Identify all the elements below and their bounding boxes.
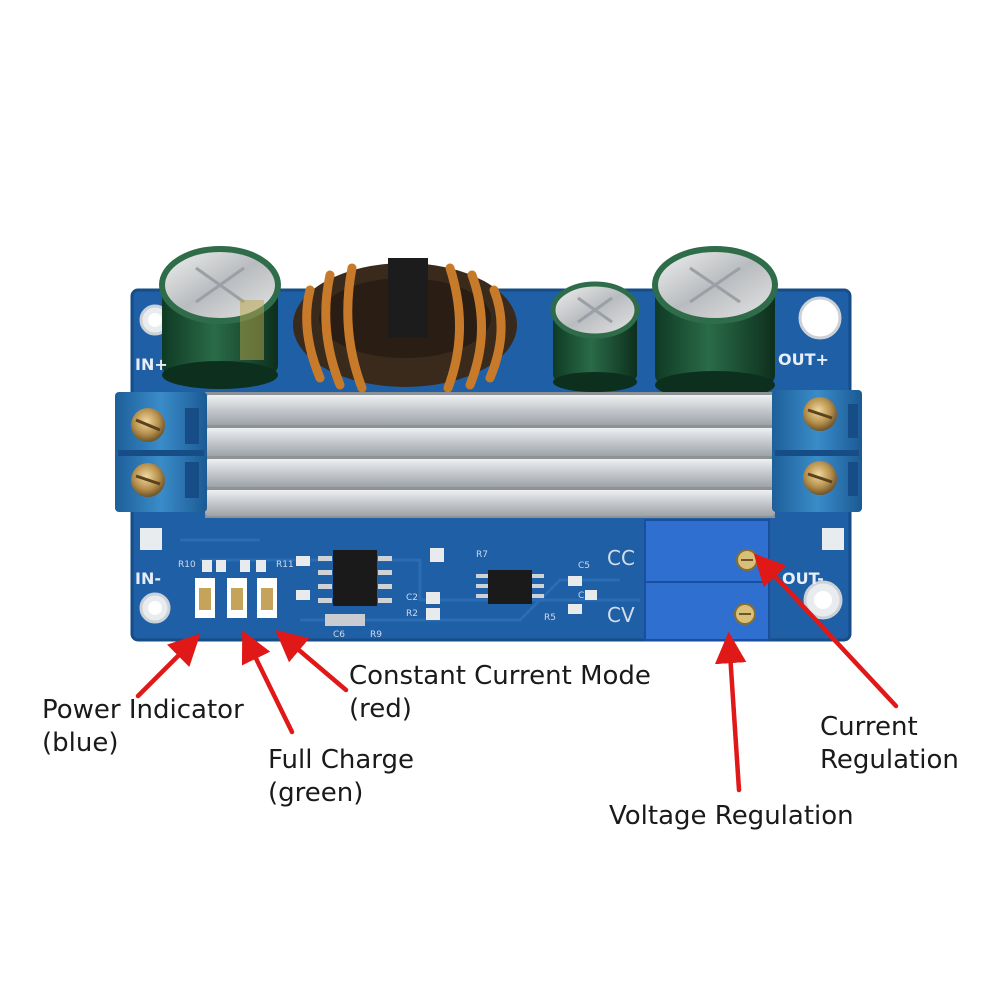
callout-text: Constant Current Mode <box>349 661 651 691</box>
solder-pad <box>822 528 844 550</box>
silk-ref: C7 <box>578 591 590 601</box>
silk-ref: R5 <box>544 613 556 623</box>
silk-ref: C2 <box>406 593 418 603</box>
silk-ref: C6 <box>333 630 345 640</box>
capacitor-large-left <box>159 246 281 389</box>
silk-ref: R11 <box>276 560 294 570</box>
label-cc: CC <box>607 546 635 570</box>
ic-chip <box>318 550 392 606</box>
led-constant-current <box>257 578 277 618</box>
capacitor-small <box>550 281 640 392</box>
ic-chip <box>476 570 544 604</box>
led-power-indicator <box>195 578 215 618</box>
toroid-inductor <box>293 258 517 393</box>
terminal-block-input <box>115 392 207 512</box>
label-cv: CV <box>607 603 635 627</box>
potentiometer-voltage <box>644 581 770 641</box>
potentiometer-current <box>644 519 770 583</box>
silk-ref: R9 <box>370 630 382 640</box>
label-in-plus: IN+ <box>135 355 168 374</box>
callout-power-indicator: Power Indicator (blue) <box>42 694 244 760</box>
mounting-hole <box>139 592 171 624</box>
callout-text: (blue) <box>42 728 119 758</box>
callout-text: Current <box>820 712 918 742</box>
led-full-charge <box>227 578 247 618</box>
callout-text: Voltage Regulation <box>609 801 854 831</box>
heatsink <box>205 392 775 518</box>
arrow-full-charge <box>241 630 295 735</box>
arrow-constant-current <box>275 629 349 693</box>
callout-full-charge: Full Charge (green) <box>268 744 414 810</box>
arrow-current-regulation <box>753 553 899 709</box>
label-in-minus: IN- <box>135 569 161 588</box>
capacitor-large-right <box>652 246 778 399</box>
terminal-block-output <box>772 390 862 512</box>
silk-ref: R2 <box>406 609 418 619</box>
arrow-power-indicator <box>135 633 201 699</box>
arrow-voltage-regulation <box>714 631 747 793</box>
mounting-hole <box>798 296 842 340</box>
callout-text: Regulation <box>820 745 959 775</box>
silk-ref: R7 <box>476 550 488 560</box>
solder-pad <box>140 528 162 550</box>
callout-text: Power Indicator <box>42 695 244 725</box>
smd-components <box>202 548 597 626</box>
callout-text: Full Charge <box>268 745 415 775</box>
silk-ref: R10 <box>178 560 196 570</box>
silk-ref: C5 <box>578 561 590 571</box>
callout-constant-current: Constant Current Mode (red) <box>349 660 651 726</box>
callout-text: (green) <box>268 778 364 808</box>
callout-text: (red) <box>349 694 412 724</box>
label-out-minus: OUT- <box>782 569 824 588</box>
callout-current-regulation: Current Regulation <box>820 711 959 777</box>
label-out-plus: OUT+ <box>778 350 829 369</box>
callout-voltage-regulation: Voltage Regulation <box>609 800 854 833</box>
mounting-hole <box>803 580 843 620</box>
